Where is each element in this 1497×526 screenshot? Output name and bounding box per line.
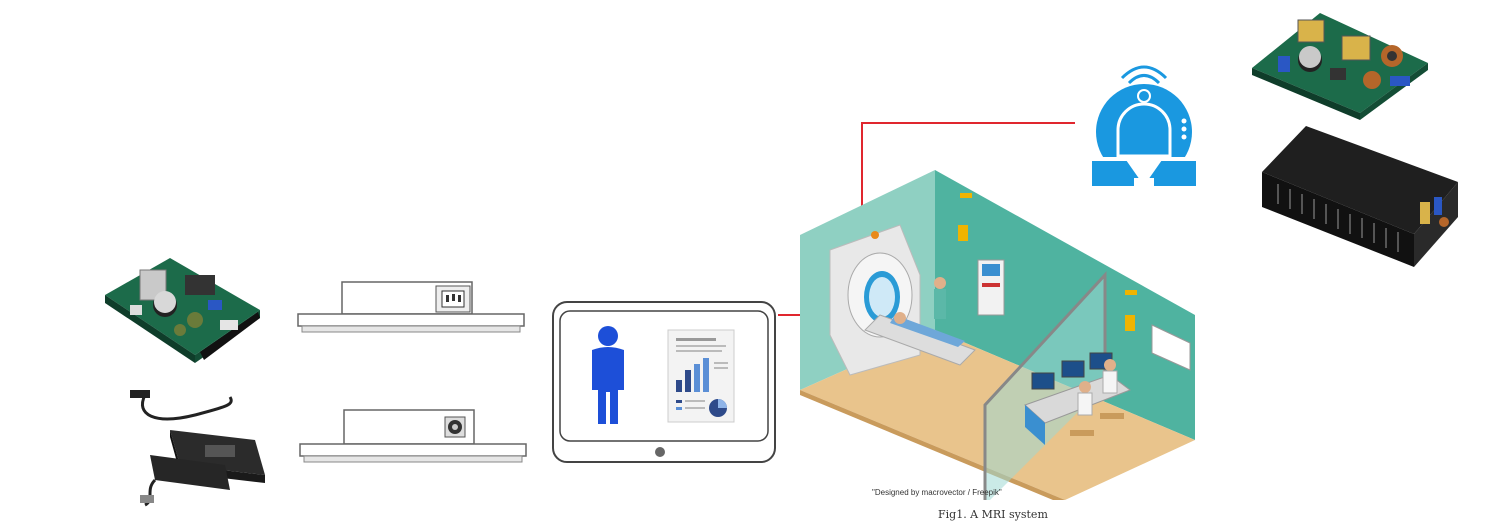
figure-caption: Fig1. A MRI system	[938, 508, 1048, 521]
medical-tablet	[552, 301, 776, 463]
open-frame-power-supply-large	[1252, 13, 1428, 120]
mri-scanner-icon	[1092, 65, 1196, 186]
dc-jack-panel	[299, 409, 527, 463]
person-icon	[592, 326, 624, 424]
mri-room-illustration	[800, 170, 1195, 500]
enclosed-power-supply	[1262, 126, 1458, 267]
open-frame-power-supply-small	[105, 258, 260, 363]
image-credit: "Designed by macrovector / Freepik"	[872, 488, 1002, 497]
ac-inlet-panel	[297, 281, 525, 333]
report-document-icon	[667, 329, 735, 423]
external-power-adapter	[130, 390, 265, 507]
connector-line-scanner	[861, 122, 1075, 230]
